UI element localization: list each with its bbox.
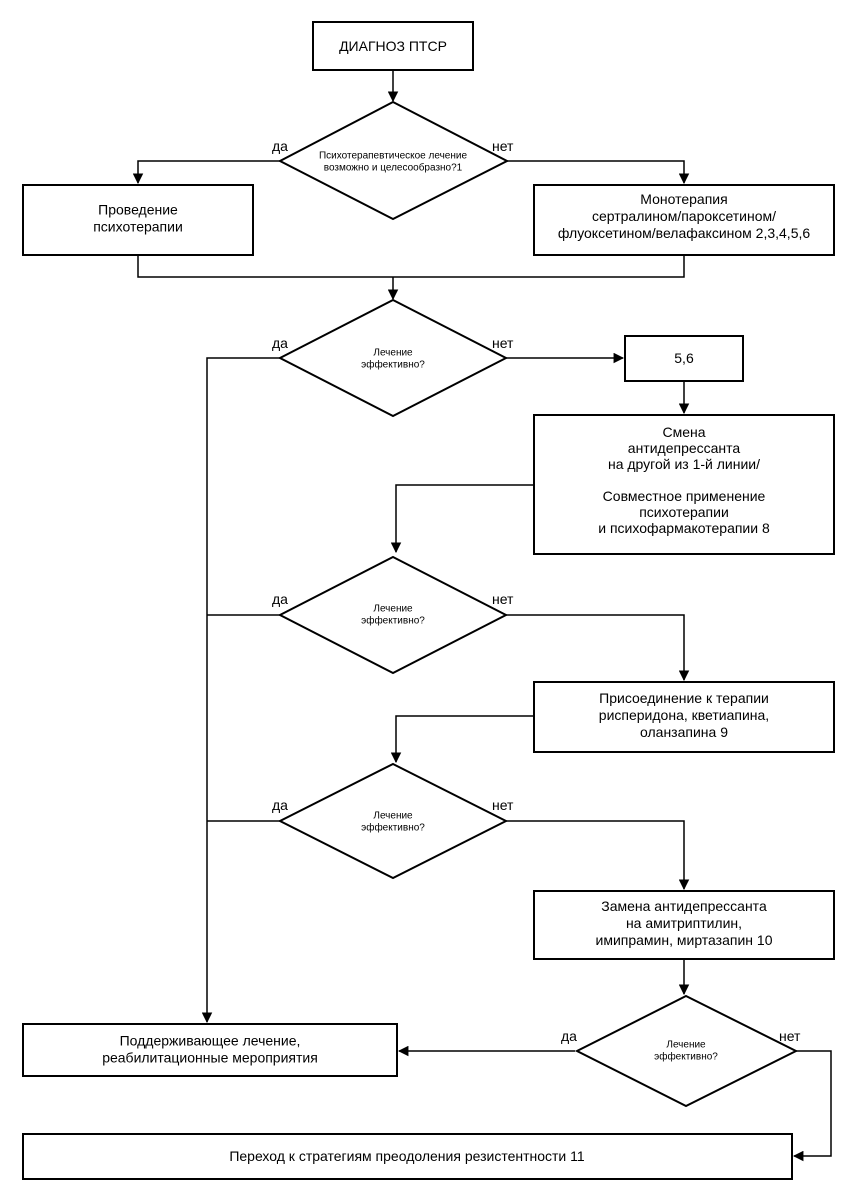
node-ref-5-6-text: 5,6: [674, 350, 694, 366]
add-line: Присоединение к терапии: [599, 690, 769, 706]
node-start-text: ДИАГНОЗ ПТСР: [339, 38, 447, 54]
q3-line: эффективно?: [361, 615, 425, 627]
label-no-q1: нет: [492, 138, 514, 154]
label-yes-q2: да: [272, 335, 288, 351]
maintenance-line: Поддерживающее лечение,: [120, 1032, 301, 1048]
node-resistance: Переход к стратегиям преодоления резисте…: [22, 1133, 793, 1180]
q5-line: Лечение: [666, 1040, 706, 1051]
label-yes-q1: да: [272, 138, 288, 154]
replace-line: Замена антидепрессанта: [601, 898, 767, 914]
monotherapy-line: Монотерапия: [640, 191, 727, 207]
replace-line: на амитриптилин,: [626, 915, 742, 931]
q3-line: Лечение: [373, 604, 413, 615]
label-no-q2: нет: [492, 335, 514, 351]
monotherapy-line: сертралином/пароксетином/: [592, 208, 776, 224]
q4-line: эффективно?: [361, 822, 425, 834]
start-line: ДИАГНОЗ ПТСР: [339, 38, 447, 54]
replace-line: имипрамин, миртазапин 10: [596, 932, 773, 948]
label-yes-q5: да: [561, 1028, 577, 1044]
switch-line: на другой из 1-й линии/: [608, 456, 760, 472]
psychotherapy-line: психотерапии: [93, 218, 183, 234]
switch-line: психотерапии: [639, 504, 729, 520]
q1-line: Психотерапевтическое лечение: [319, 151, 467, 162]
node-resistance-text: Переход к стратегиям преодоления резисте…: [229, 1148, 585, 1164]
switch-line: и психофармакотерапии 8: [598, 520, 770, 536]
node-maintenance: Поддерживающее лечение,реабилитационные …: [22, 1023, 398, 1077]
branch-labels: да нет да нет да нет да нет да нет: [272, 138, 801, 1044]
node-maintenance-text: Поддерживающее лечение,реабилитационные …: [102, 1032, 318, 1065]
node-ref-5-6: 5,6: [624, 335, 744, 382]
node-start: ДИАГНОЗ ПТСР: [312, 21, 474, 71]
resistance-line: Переход к стратегиям преодоления резисте…: [229, 1148, 585, 1164]
add-line: оланзапина 9: [640, 724, 728, 740]
switch-line: Совместное применение: [603, 488, 766, 504]
switch-line: антидепрессанта: [628, 440, 741, 456]
label-yes-q4: да: [272, 797, 288, 813]
connectors: [132, 70, 832, 1162]
q5-line: эффективно?: [654, 1051, 718, 1063]
label-no-q5: нет: [779, 1028, 801, 1044]
monotherapy-line: флуоксетином/велафаксином 2,3,4,5,6: [558, 225, 811, 241]
label-no-q4: нет: [492, 797, 514, 813]
label-no-q3: нет: [492, 591, 514, 607]
label-yes-q3: да: [272, 591, 288, 607]
psychotherapy-line: Проведение: [98, 201, 178, 217]
ref56-line: 5,6: [674, 350, 694, 366]
q2-line: эффективно?: [361, 359, 425, 371]
add-line: рисперидона, кветиапина,: [599, 707, 769, 723]
q4-line: Лечение: [373, 811, 413, 822]
q2-line: Лечение: [373, 348, 413, 359]
maintenance-line: реабилитационные мероприятия: [102, 1049, 318, 1065]
q1-line: возможно и целесообразно?1: [324, 162, 463, 174]
switch-line: Смена: [662, 424, 705, 440]
